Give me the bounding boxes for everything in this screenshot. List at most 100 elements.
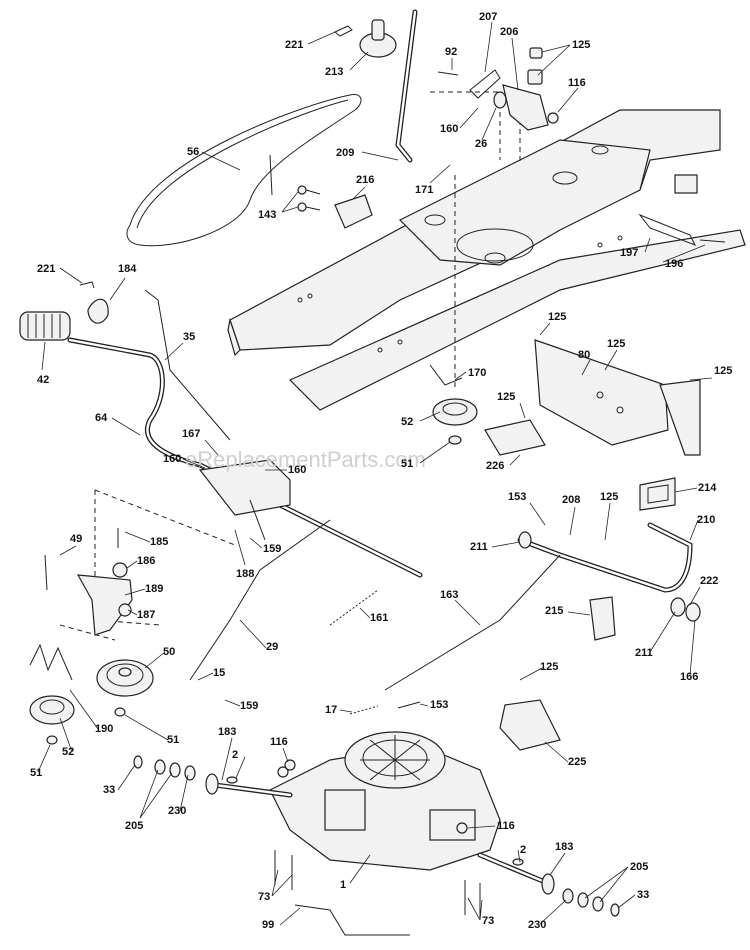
callout-171: 171 — [415, 184, 433, 196]
callout-205: 205 — [630, 861, 648, 873]
part-52-pulley-left — [29, 695, 75, 745]
part-210-pedal-shaft — [517, 522, 693, 593]
part-143-bolts — [297, 185, 321, 212]
part-17-153-springs — [349, 701, 421, 715]
callout-209: 209 — [336, 147, 354, 159]
callout-2: 2 — [232, 749, 238, 761]
callout-26: 26 — [475, 138, 487, 150]
callout-196: 196 — [665, 258, 683, 270]
callout-2: 2 — [520, 844, 526, 856]
callout-35: 35 — [183, 331, 195, 343]
axle-left — [205, 773, 293, 798]
callout-160: 160 — [440, 123, 458, 135]
callout-15: 15 — [213, 667, 225, 679]
callout-187: 187 — [137, 609, 155, 621]
callout-190: 190 — [95, 723, 113, 735]
part-51-nut-left — [114, 707, 126, 717]
part-221-clip-top — [334, 25, 353, 37]
callout-51: 51 — [401, 458, 413, 470]
callout-222: 222 — [700, 575, 718, 587]
callout-183: 183 — [218, 726, 236, 738]
callout-51: 51 — [167, 734, 179, 746]
callout-159: 159 — [240, 700, 258, 712]
callout-125: 125 — [540, 661, 558, 673]
callout-166: 166 — [680, 671, 698, 683]
part-190-spring — [29, 643, 73, 681]
callout-213: 213 — [325, 66, 343, 78]
callout-230: 230 — [168, 805, 186, 817]
callout-167: 167 — [182, 428, 200, 440]
part-35-rod — [144, 289, 231, 441]
washers-left — [133, 755, 238, 784]
callout-52: 52 — [62, 746, 74, 758]
part-99-rod — [294, 904, 410, 936]
callout-184: 184 — [118, 263, 137, 275]
part-73-bolts — [274, 759, 481, 918]
callout-183: 183 — [555, 841, 573, 853]
callout-207: 207 — [479, 11, 497, 23]
callout-56: 56 — [187, 146, 199, 158]
callout-225: 225 — [568, 756, 586, 768]
callout-99: 99 — [262, 919, 274, 931]
part-56-belt — [126, 93, 362, 247]
part-209-lift-rod — [395, 9, 418, 163]
callout-51: 51 — [30, 767, 42, 779]
callout-206: 206 — [500, 26, 518, 38]
callout-73: 73 — [482, 915, 494, 927]
callout-215: 215 — [545, 605, 563, 617]
callout-73: 73 — [258, 891, 270, 903]
callout-50: 50 — [163, 646, 175, 658]
part-50-pulley — [96, 659, 154, 697]
callout-185: 185 — [150, 536, 168, 548]
callout-226: 226 — [486, 460, 504, 472]
callout-52: 52 — [401, 416, 413, 428]
callout-labels: 221 213 207 206 125 92 116 160 26 56 209… — [30, 11, 732, 931]
callout-125: 125 — [548, 311, 566, 323]
part-52-pulley-center — [429, 364, 478, 445]
callout-214: 214 — [698, 482, 717, 494]
callout-189: 189 — [145, 583, 163, 595]
part-64-shaft — [67, 337, 423, 578]
part-163-rod — [384, 554, 561, 691]
callout-125: 125 — [600, 491, 618, 503]
callout-205: 205 — [125, 820, 143, 832]
part-42-grip — [19, 311, 71, 341]
callout-1: 1 — [340, 879, 346, 891]
part-225-bracket — [499, 699, 561, 751]
callout-221: 221 — [285, 39, 303, 51]
callout-143: 143 — [258, 209, 276, 221]
callout-33: 33 — [637, 889, 649, 901]
callout-29: 29 — [266, 641, 278, 653]
callout-170: 170 — [468, 367, 486, 379]
callout-211: 211 — [470, 541, 488, 553]
part-213-knob — [359, 19, 397, 58]
axle-right — [477, 852, 555, 895]
callout-163: 163 — [440, 589, 458, 601]
callout-80: 80 — [578, 349, 590, 361]
callout-153: 153 — [508, 491, 526, 503]
callout-125: 125 — [714, 365, 732, 377]
callout-92: 92 — [445, 46, 457, 58]
part-216-bracket — [334, 194, 373, 229]
callout-125: 125 — [607, 338, 625, 350]
part-1-transaxle — [269, 731, 501, 871]
watermark: eReplacementParts.com — [185, 447, 426, 472]
callout-42: 42 — [37, 374, 49, 386]
callout-210: 210 — [697, 514, 715, 526]
leader-lines — [37, 21, 713, 926]
part-214-pedal-pad — [639, 477, 676, 511]
callout-216: 216 — [356, 174, 374, 186]
callout-211: 211 — [635, 647, 653, 659]
callout-17: 17 — [325, 704, 337, 716]
callout-116: 116 — [497, 820, 515, 832]
callout-64: 64 — [95, 412, 108, 424]
callout-159: 159 — [263, 543, 281, 555]
part-161-spring — [329, 589, 379, 626]
callout-153: 153 — [430, 699, 448, 711]
callout-161: 161 — [370, 612, 388, 624]
callout-186: 186 — [137, 555, 155, 567]
callout-208: 208 — [562, 494, 580, 506]
part-215-pad — [589, 596, 616, 641]
callout-221: 221 — [37, 263, 55, 275]
